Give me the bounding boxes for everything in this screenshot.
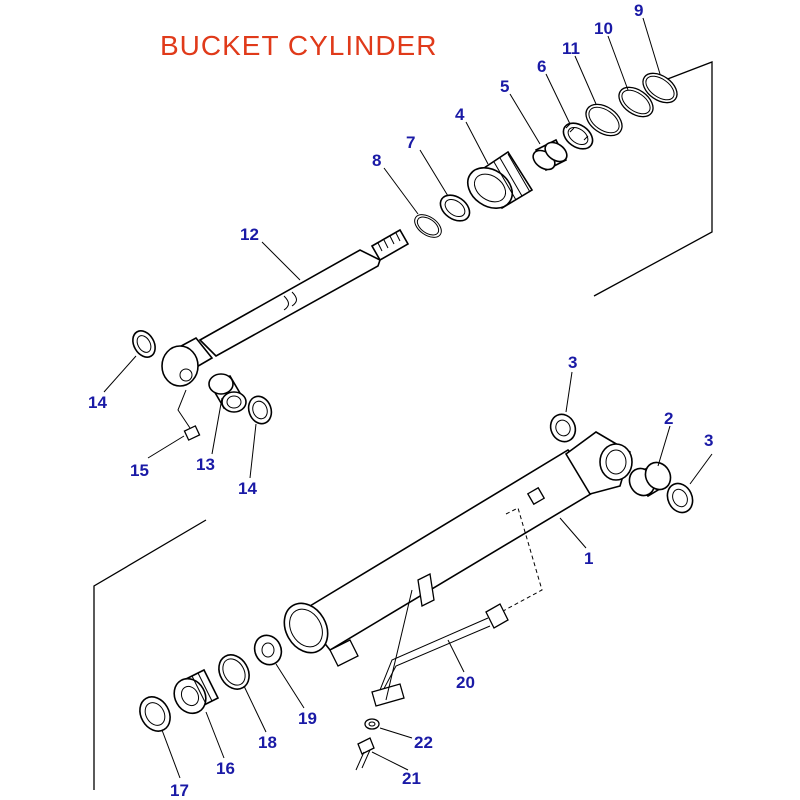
callout-17: 17 <box>170 781 189 800</box>
callout-21: 21 <box>402 769 421 788</box>
callout-2: 2 <box>664 409 673 428</box>
callout-4: 4 <box>455 105 465 124</box>
part-6-bushing <box>562 122 594 150</box>
part-1-cylinder-tube <box>283 431 633 667</box>
diagram-title: BUCKET CYLINDER <box>160 30 438 61</box>
callout-10: 10 <box>594 19 613 38</box>
part-4-gland <box>466 150 534 210</box>
callout-7: 7 <box>406 133 415 152</box>
callout-6: 6 <box>537 57 546 76</box>
leader-lines <box>103 17 713 779</box>
part-22-washer <box>364 718 380 730</box>
part-14-seal-lower <box>247 395 273 425</box>
callout-labels: 9 10 11 6 5 4 7 8 12 14 15 13 14 3 2 3 1… <box>88 1 713 800</box>
callout-8: 8 <box>372 151 381 170</box>
part-14-seal-upper <box>132 330 156 358</box>
lower-bracket-lines <box>93 519 207 790</box>
part-2-bushing <box>628 461 672 498</box>
part-3-seal-lower <box>666 482 694 514</box>
part-15-grease-fitting <box>177 389 201 441</box>
part-10-ring <box>618 86 654 118</box>
callout-22: 22 <box>414 733 433 752</box>
part-5-bushing <box>532 138 568 172</box>
upper-bracket-lines <box>593 61 713 297</box>
callout-1: 1 <box>584 549 593 568</box>
part-3-seal-upper <box>549 413 577 443</box>
part-12-piston-rod <box>161 228 410 387</box>
part-11-ring <box>585 103 623 137</box>
callout-5: 5 <box>500 77 509 96</box>
callout-15: 15 <box>130 461 149 480</box>
callout-20: 20 <box>456 673 475 692</box>
callout-13: 13 <box>196 455 215 474</box>
part-8-snap-ring <box>414 214 442 238</box>
callout-12: 12 <box>240 225 259 244</box>
part-17-ring <box>139 696 171 732</box>
part-13-bushing <box>208 373 247 413</box>
callout-16: 16 <box>216 759 235 778</box>
part-18-ring <box>218 654 250 690</box>
callout-19: 19 <box>298 709 317 728</box>
callout-14-upper: 14 <box>88 393 107 412</box>
part-16-piston <box>173 668 220 715</box>
part-7-seal <box>439 194 471 222</box>
callout-14-lower: 14 <box>238 479 257 498</box>
callout-3-lower: 3 <box>704 431 713 450</box>
callout-11: 11 <box>562 39 580 58</box>
part-9-o-ring <box>642 72 678 104</box>
part-20-pipe <box>371 589 509 707</box>
callout-9: 9 <box>634 1 643 20</box>
callout-18: 18 <box>258 733 277 752</box>
part-19-nut <box>253 634 283 666</box>
part-21-bolt <box>355 737 375 771</box>
callout-3-upper: 3 <box>568 353 577 372</box>
